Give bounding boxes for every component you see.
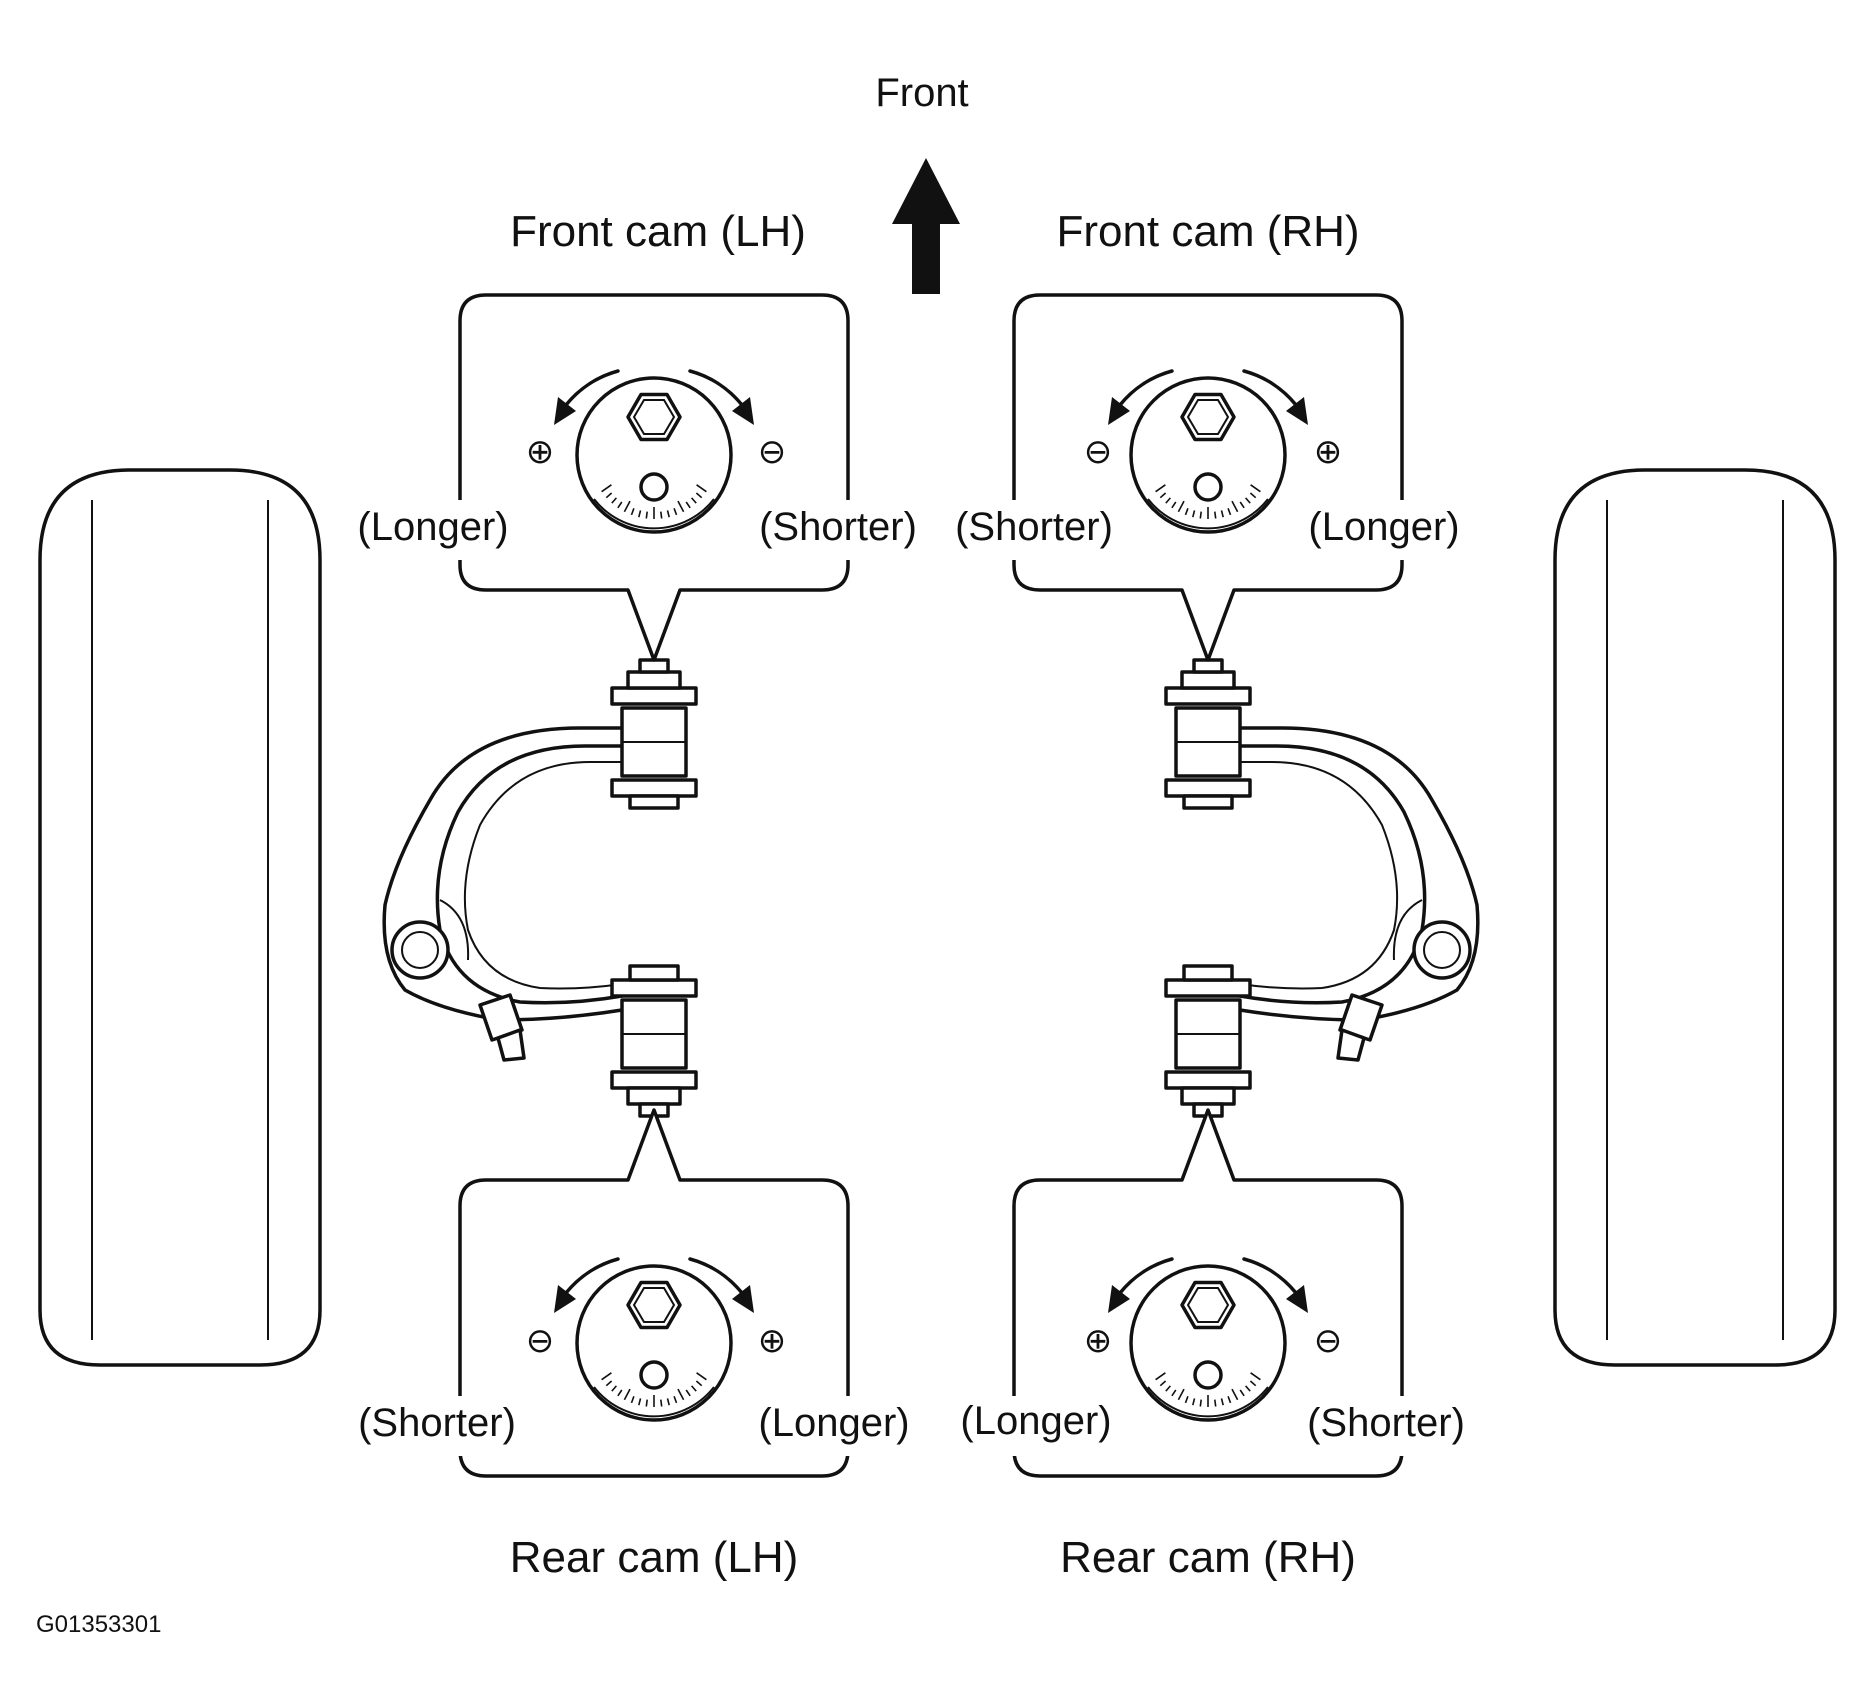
front-rh-right-text: (Longer) — [1308, 505, 1459, 549]
front-lh-left-text: (Longer) — [357, 505, 508, 549]
callout-rear-rh — [950, 1108, 1476, 1478]
rear-rh-right-text: (Shorter) — [1307, 1401, 1465, 1445]
rear-rh-left-sign-icon: ⊕ — [1084, 1322, 1113, 1360]
front-rh-title: Front cam (RH) — [1056, 207, 1359, 256]
front-lh-left-sign-icon: ⊕ — [526, 433, 555, 471]
rear-lh-left-sign-icon: ⊖ — [526, 1322, 555, 1360]
callout-rear-lh — [352, 1108, 922, 1478]
front-rh-left-text: (Shorter) — [955, 505, 1113, 549]
front-rh-right-sign-icon: ⊕ — [1314, 433, 1343, 471]
right-upper-control-arm — [1164, 658, 1480, 1118]
front-lh-right-text: (Shorter) — [759, 505, 917, 549]
rear-lh-title: Rear cam (LH) — [510, 1533, 799, 1582]
callout-front-rh — [948, 293, 1465, 662]
figure-code: G01353301 — [36, 1611, 161, 1638]
rear-rh-title: Rear cam (RH) — [1060, 1533, 1356, 1582]
callout-front-lh — [352, 293, 932, 662]
front-rh-left-sign-icon: ⊖ — [1084, 433, 1113, 471]
front-direction-arrow-icon — [892, 158, 960, 294]
front-lh-right-sign-icon: ⊖ — [758, 433, 787, 471]
rear-lh-left-text: (Shorter) — [358, 1401, 516, 1445]
left-tire — [38, 468, 322, 1367]
rear-lh-right-sign-icon: ⊕ — [758, 1322, 787, 1360]
right-tire — [1553, 468, 1837, 1367]
rear-rh-right-sign-icon: ⊖ — [1314, 1322, 1343, 1360]
rear-rh-left-text: (Longer) — [960, 1399, 1111, 1443]
left-upper-control-arm — [382, 658, 698, 1118]
direction-label: Front — [875, 71, 968, 115]
rear-lh-right-text: (Longer) — [758, 1401, 909, 1445]
front-lh-title: Front cam (LH) — [510, 207, 806, 256]
